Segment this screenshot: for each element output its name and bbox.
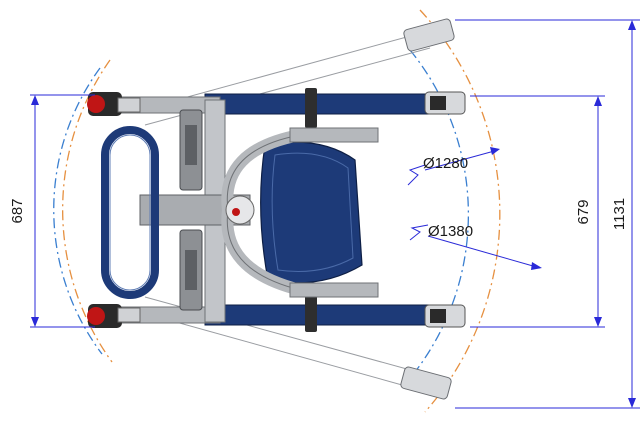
turning-arc-outer — [419, 9, 501, 413]
leg-clamp-top — [305, 88, 317, 128]
dimension-length-outer-right — [455, 19, 640, 409]
leg-bottom — [204, 304, 436, 326]
diameter-label-1280: Ø1280 — [423, 155, 468, 172]
diameter-label-1380: Ø1380 — [428, 223, 473, 240]
spread-leg-top — [139, 18, 455, 126]
central-hub — [225, 195, 255, 225]
dimension-width-left — [30, 94, 95, 328]
leg-top — [204, 93, 436, 115]
push-handle-inner — [109, 134, 151, 291]
push-handle — [101, 126, 159, 299]
turning-arc-outer-left — [62, 59, 113, 363]
spreader-end-bottom — [289, 282, 379, 298]
turning-arc-inner — [409, 49, 470, 373]
diameter-leader-1380 — [409, 224, 542, 270]
actuator-bottom — [179, 229, 203, 311]
seat-pad — [260, 141, 363, 284]
rear-wheel-top — [87, 92, 141, 116]
dimension-label-679: 679 — [575, 199, 592, 224]
turning-arc-inner-left — [53, 67, 103, 355]
dimension-width-inner-right — [470, 95, 605, 328]
hub-button — [232, 208, 240, 216]
spreader-end-top — [289, 127, 379, 143]
leg-clamp-bottom — [305, 292, 317, 332]
dimension-label-1131: 1131 — [611, 198, 628, 230]
rear-wheel-bottom — [87, 304, 141, 328]
front-castor-bottom — [424, 304, 466, 328]
diameter-leader-1280 — [407, 147, 500, 186]
actuator-top — [179, 109, 203, 191]
dimension-label-687: 687 — [9, 198, 26, 223]
front-castor-top — [424, 91, 466, 115]
seat-pad-highlight — [271, 152, 354, 272]
